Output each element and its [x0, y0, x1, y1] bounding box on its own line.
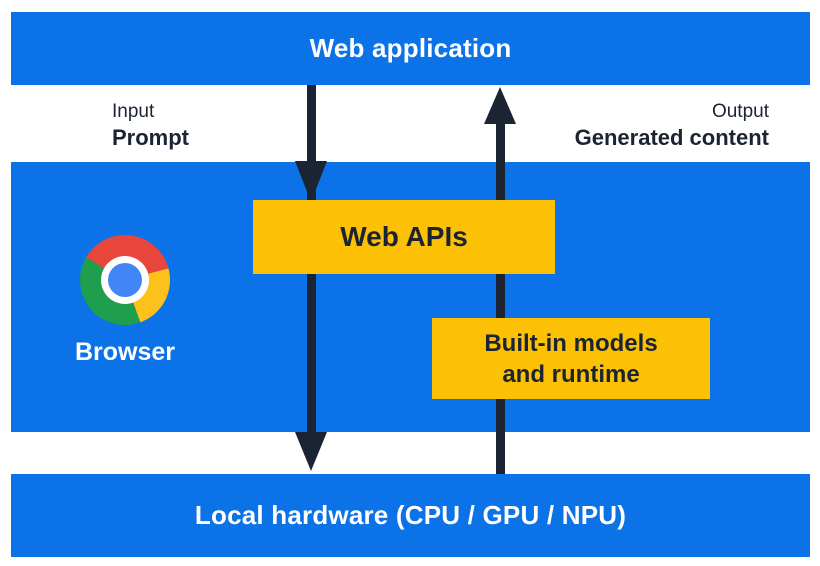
- output-caption: Output: [711, 101, 769, 122]
- local-hardware-label: Local hardware (CPU / GPU / NPU): [194, 500, 627, 530]
- builtin-models-box: Built-in models and runtime: [432, 318, 710, 399]
- up-arrow-head: [484, 87, 516, 124]
- input-label-group: Input Prompt: [112, 99, 189, 152]
- browser-label: Browser: [74, 338, 176, 366]
- input-prompt-label: Prompt: [112, 125, 189, 150]
- builtin-models-label-line2: and runtime: [502, 360, 640, 388]
- input-caption: Input: [112, 101, 155, 122]
- browser-logo-block: Browser: [62, 235, 188, 367]
- output-generated-content-label: Generated content: [574, 125, 769, 150]
- web-apis-box: Web APIs: [253, 200, 555, 274]
- web-apis-label: Web APIs: [340, 221, 468, 252]
- local-hardware-bar: Local hardware (CPU / GPU / NPU): [11, 474, 810, 557]
- web-application-label: Web application: [309, 33, 512, 63]
- output-label-group: Output Generated content: [575, 99, 769, 152]
- chrome-icon-hub: [108, 263, 142, 297]
- builtin-models-label-line1: Built-in models: [484, 329, 658, 357]
- down-arrow-head-lower: [295, 432, 327, 471]
- web-application-bar: Web application: [11, 12, 810, 85]
- chrome-icon: [80, 235, 170, 325]
